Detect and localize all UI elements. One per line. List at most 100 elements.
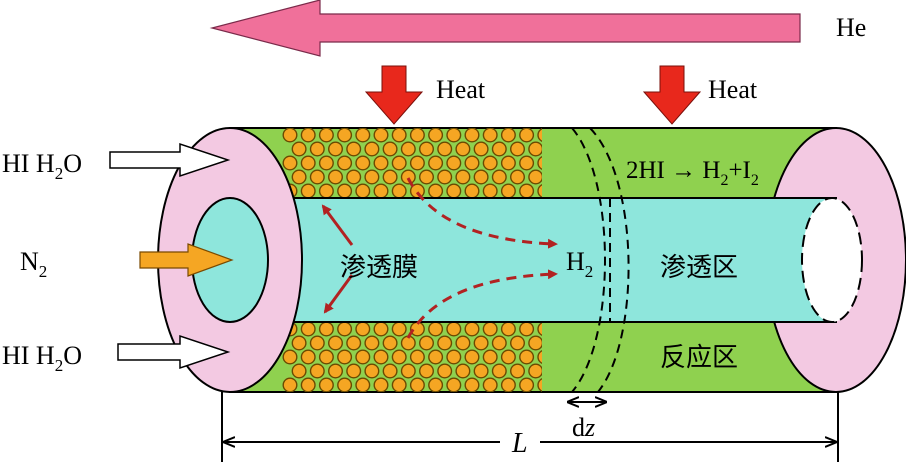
catalyst-pellet [337,128,353,143]
catalyst-pellet [519,377,535,392]
catalyst-pellet [328,141,344,157]
catalyst-pellet [309,335,325,351]
catalyst-pellet [428,322,444,337]
n2-label: N2 [20,247,47,281]
membrane-pointer-arrow-top [321,204,354,246]
catalyst-pellet [473,335,489,351]
catalyst-pellet [428,377,444,392]
catalyst-pellet [328,363,344,379]
catalyst-pellet [519,322,535,337]
catalyst-pellet [437,363,453,379]
dz-label: dz [572,413,595,442]
n2-arrow [139,243,234,277]
catalyst-pellet [382,335,398,351]
catalyst-pellet [519,349,535,365]
catalyst-pellet [318,349,334,365]
catalyst-pellet [373,183,389,198]
inlet-arrow-top [109,142,231,178]
catalyst-pellet [537,156,542,170]
catalyst-pellet [400,363,416,379]
catalyst-pellet [291,169,307,185]
catalyst-pellet [318,128,334,143]
catalyst-pellet [528,335,542,351]
catalyst-pellet [464,155,480,171]
catalyst-pellet [373,322,389,337]
catalyst-pellet [419,169,435,185]
he-sweep-arrow [209,0,801,57]
heat-label-left: Heat [436,75,486,104]
catalyst-pellet [446,155,462,171]
catalyst-pellet [528,141,542,157]
catalyst-pellet [428,349,444,365]
catalyst-pellet [300,322,316,337]
catalyst-pellet [355,349,371,365]
catalyst-pellet [355,377,371,392]
catalyst-pellet [482,155,498,171]
catalyst-pellet [409,155,425,171]
catalyst-pellet [355,128,371,143]
catalyst-pellet [291,141,307,157]
inlet-label-top: HI H2O [2,149,82,183]
catalyst-pellet [537,184,542,198]
catalyst-pellet [409,377,425,392]
catalyst-pellet [309,169,325,185]
catalyst-pellet [464,349,480,365]
catalyst-pellet [400,335,416,351]
catalyst-pellet [464,322,480,337]
permeation-arrow-bottom [406,269,558,339]
tube-right-opening [801,197,863,323]
dz-slice-left [571,127,606,393]
catalyst-pellet [318,377,334,392]
catalyst-pellet [364,141,380,157]
catalyst-pellet [428,128,444,143]
catalyst-pellet [373,155,389,171]
catalyst-pellet [455,335,471,351]
catalyst-pellet [537,350,542,364]
catalyst-pellet [391,155,407,171]
catalyst-pellet [282,155,298,171]
catalyst-pellet [364,363,380,379]
catalyst-pellet [446,128,462,143]
catalyst-pellet [337,322,353,337]
catalyst-pellet [318,155,334,171]
permeation-arrow-top [406,177,558,249]
catalyst-pellet [282,349,298,365]
catalyst-pellet [400,169,416,185]
catalyst-pellet [391,322,407,337]
catalyst-pellet [482,377,498,392]
catalyst-pellet [482,349,498,365]
catalyst-pellet [528,363,542,379]
catalyst-pellet [437,141,453,157]
permeate-zone-label: 渗透区 [660,253,738,283]
catalyst-pellet [337,349,353,365]
catalyst-pellet [300,377,316,392]
catalyst-pellet [391,377,407,392]
catalyst-pellet [346,141,362,157]
heat-label-right: Heat [708,75,758,104]
catalyst-pellet [355,183,371,198]
catalyst-pellet [391,183,407,198]
catalyst-pellet [473,141,489,157]
catalyst-pellet [446,183,462,198]
catalyst-pellet [455,141,471,157]
catalyst-pellet [446,322,462,337]
catalyst-pellet [446,349,462,365]
catalyst-pellet [382,141,398,157]
catalyst-pellet [291,335,307,351]
catalyst-pellet [519,128,535,143]
catalyst-pellet [373,128,389,143]
catalyst-pellet [382,169,398,185]
catalyst-pellet [482,128,498,143]
reaction-equation: 2HI → H2+I2 [626,157,759,189]
catalyst-pellet [282,377,298,392]
catalyst-pellet [282,128,298,143]
catalyst-pellet [500,349,516,365]
catalyst-bed-top [282,128,542,198]
catalyst-pellet [391,128,407,143]
catalyst-pellet [519,183,535,198]
catalyst-pellet [419,335,435,351]
catalyst-pellet [528,169,542,185]
catalyst-pellet [300,349,316,365]
catalyst-pellet [291,363,307,379]
